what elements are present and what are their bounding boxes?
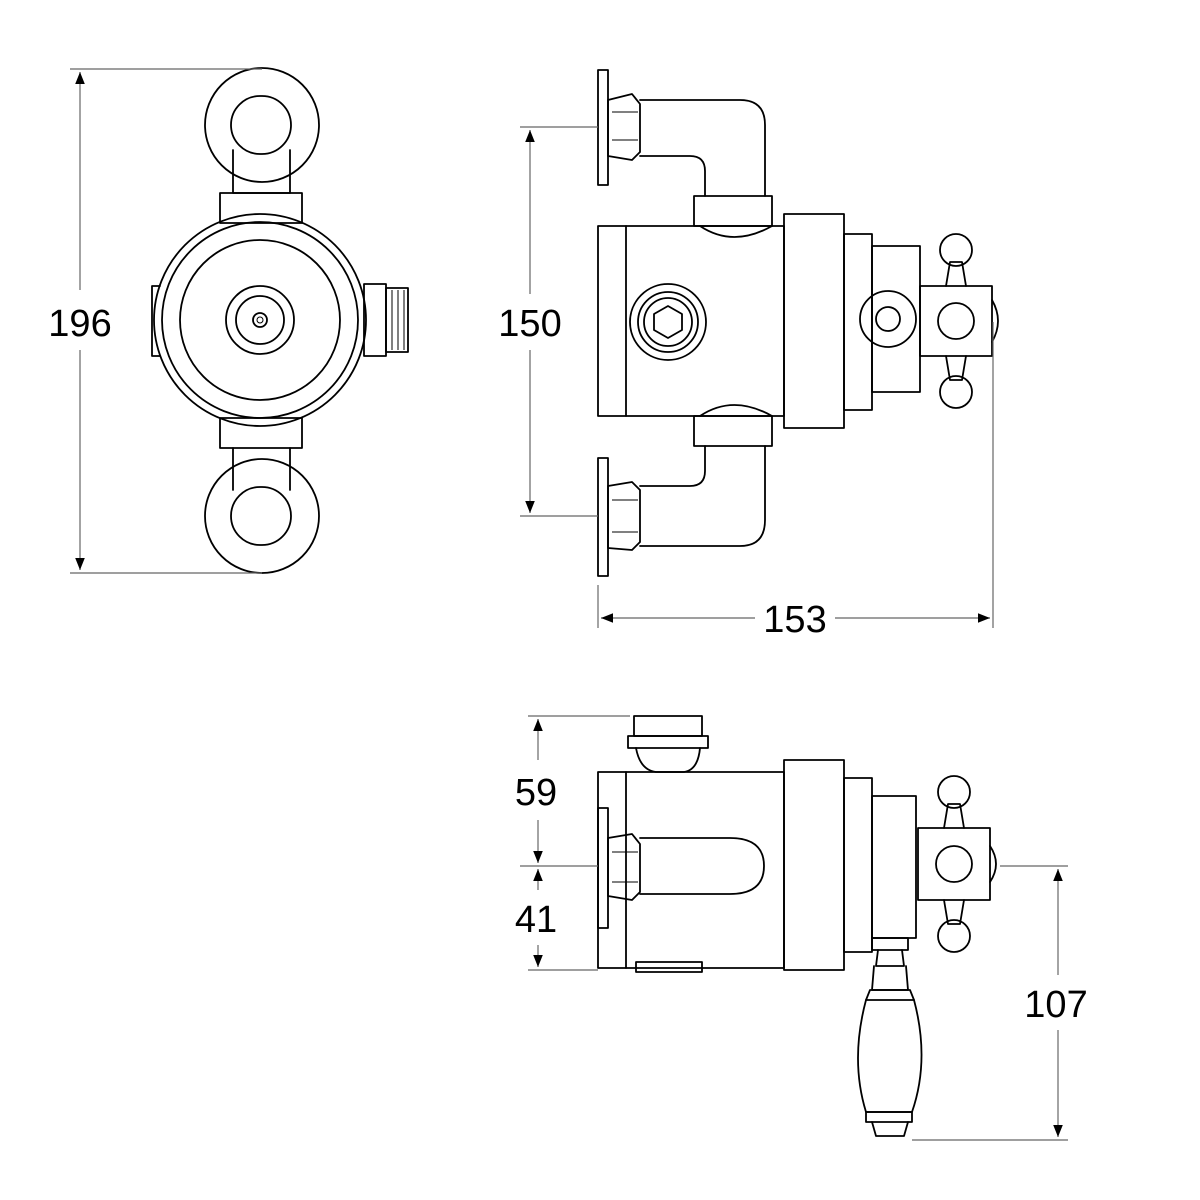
side-view: [597, 69, 999, 577]
dim-label-41: 41: [515, 899, 557, 941]
dimension-59-41: 59 41: [515, 715, 630, 971]
bottom-view: [597, 715, 997, 1137]
dim-label-107: 107: [1024, 984, 1087, 1026]
dim-label-59: 59: [515, 772, 557, 814]
front-view: [151, 67, 409, 574]
dim-label-150: 150: [498, 303, 561, 345]
dimension-107: 107: [912, 865, 1088, 1141]
dimension-196: 196: [48, 68, 262, 574]
dim-label-153: 153: [763, 599, 826, 641]
dimension-153: 153: [597, 322, 994, 641]
dimension-150: 150: [498, 126, 598, 517]
dim-label-196: 196: [48, 303, 111, 345]
